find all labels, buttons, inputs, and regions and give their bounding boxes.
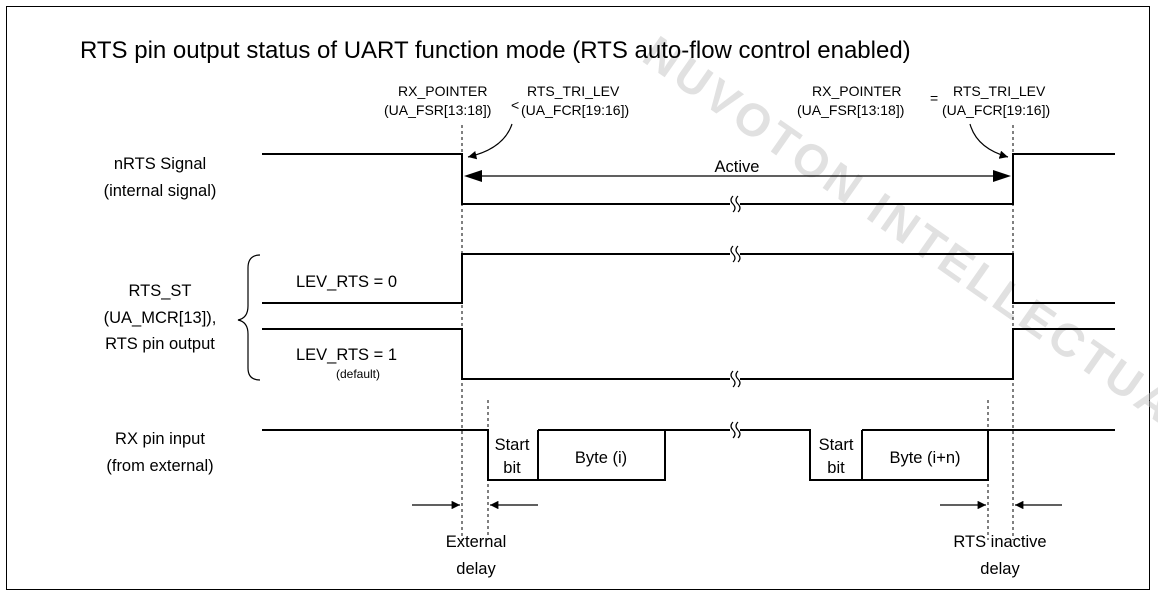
start-bit-label: Start: [819, 436, 854, 454]
break-mark: [730, 421, 741, 439]
equals-operator: =: [930, 90, 938, 106]
rx-waveform: [262, 429, 1115, 481]
byte-in-label: Byte (i+n): [889, 449, 960, 467]
rx-pin-sublabel: (from external): [106, 457, 213, 475]
break-mark: [730, 195, 741, 213]
active-arrow-right: [993, 170, 1011, 182]
lev-rts-default-label: (default): [336, 367, 380, 381]
rx-pointer-reg: (UA_FSR[13:18]): [797, 102, 904, 118]
rx-pointer-label: RX_POINTER: [812, 83, 901, 99]
curly-brace: [237, 254, 261, 381]
rts-tri-lev-label: RTS_TRI_LEV: [953, 83, 1046, 99]
nrts-signal-label: nRTS Signal: [114, 155, 206, 173]
nrts-waveform: [262, 153, 1115, 205]
nrts-signal-sublabel: (internal signal): [104, 182, 217, 200]
lev-rts-0-label: LEV_RTS = 0: [296, 273, 397, 291]
start-bit-label: Start: [495, 436, 530, 454]
less-than-operator: <: [511, 97, 519, 113]
byte-i-label: Byte (i): [575, 449, 627, 467]
trigger-arrow-left: [467, 123, 513, 160]
active-arrow-left: [464, 170, 482, 182]
rts-st-label: RTS_ST: [129, 282, 192, 300]
start-bit-label: bit: [503, 459, 521, 477]
break-mark: [730, 245, 741, 263]
rts-inactive-delay-label: delay: [980, 560, 1020, 578]
rts-tri-lev-reg: (UA_FCR[19:16]): [521, 102, 629, 118]
rts-st-register: (UA_MCR[13]),: [104, 309, 217, 327]
diagram-frame: [6, 6, 1150, 590]
start-bit-label: bit: [827, 459, 845, 477]
rx-pointer-label: RX_POINTER: [398, 83, 487, 99]
trigger-arrow-right: [969, 123, 1009, 159]
active-label: Active: [715, 158, 760, 176]
condition-right: RX_POINTER (UA_FSR[13:18]) = RTS_TRI_LEV…: [797, 83, 1050, 118]
page-title: RTS pin output status of UART function m…: [80, 37, 911, 64]
rx-pointer-reg: (UA_FSR[13:18]): [384, 102, 491, 118]
rts-tri-lev-reg: (UA_FCR[19:16]): [942, 102, 1050, 118]
rx-pin-label: RX pin input: [115, 430, 205, 448]
break-mark: [730, 370, 741, 388]
external-delay-label: External: [446, 533, 507, 551]
external-delay-label: delay: [456, 560, 496, 578]
condition-left: RX_POINTER (UA_FSR[13:18]) < RTS_TRI_LEV…: [384, 83, 629, 118]
lev-rts-1-label: LEV_RTS = 1: [296, 346, 397, 364]
rts-pin-output-label: RTS pin output: [105, 335, 215, 353]
rts-inactive-delay-label: RTS inactive: [953, 533, 1046, 551]
rts-tri-lev-label: RTS_TRI_LEV: [527, 83, 620, 99]
